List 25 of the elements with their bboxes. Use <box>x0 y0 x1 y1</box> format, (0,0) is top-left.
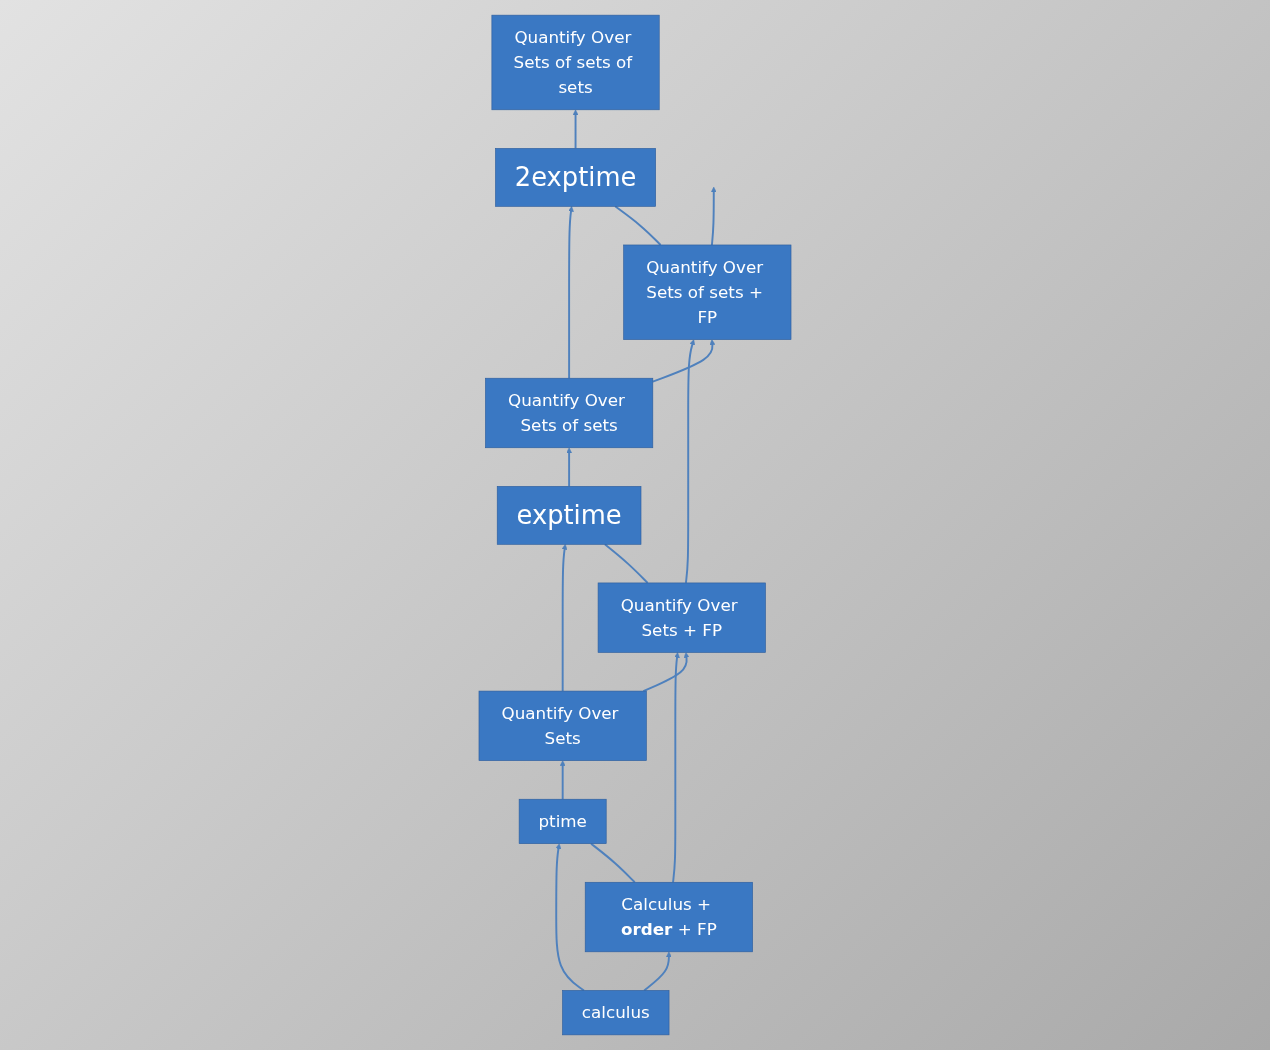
node-box: exptime <box>496 486 642 545</box>
arrow <box>672 652 680 884</box>
arrow <box>642 652 690 693</box>
node-box: Quantify Over Sets of sets of sets <box>491 14 660 111</box>
arrow <box>568 206 574 380</box>
node-box: Quantify Over Sets of sets <box>485 377 654 449</box>
arrow <box>555 843 585 992</box>
node-box: Quantify Over Sets <box>478 690 647 761</box>
arrow <box>710 186 717 246</box>
arrow <box>559 760 566 801</box>
arrow <box>651 339 716 383</box>
node-box: Calculus + order + FP <box>584 881 753 953</box>
connector <box>614 205 662 246</box>
node-box: 2exptime <box>495 148 656 207</box>
node-box: Quantify Over Sets of sets + FP <box>623 244 792 340</box>
arrow <box>572 109 579 150</box>
node-box: calculus <box>562 990 670 1036</box>
connector <box>603 543 649 584</box>
connector <box>590 842 636 884</box>
arrow <box>684 339 696 584</box>
node-box: ptime <box>518 798 607 844</box>
arrow <box>561 544 568 693</box>
arrow <box>643 951 672 992</box>
node-box: Quantify Over Sets + FP <box>597 582 766 653</box>
arrow <box>566 447 572 488</box>
